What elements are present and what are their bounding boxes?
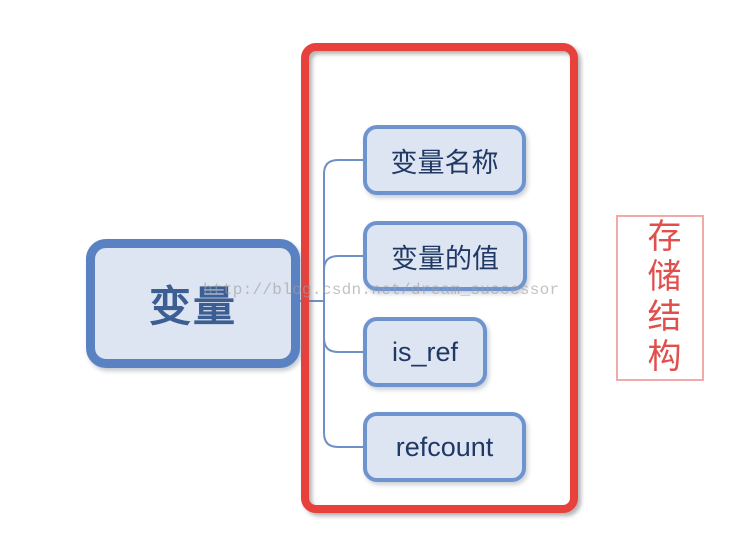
child-node-label: 变量名称 — [390, 147, 499, 178]
child-node-is-ref: is_ref — [363, 317, 487, 387]
child-node-variable-name: 变量名称 — [363, 125, 526, 195]
annotation-box: 存储结构 — [616, 215, 704, 381]
highlight-frame — [301, 43, 578, 513]
child-node-label: is_ref — [391, 336, 459, 367]
branch-line-3 — [323, 337, 365, 353]
root-node-label: 变量 — [148, 283, 237, 330]
branch-line-2 — [323, 255, 365, 271]
child-node-refcount: refcount — [363, 412, 526, 482]
annotation-label: 存储结构 — [642, 218, 679, 378]
spine-line — [323, 159, 365, 448]
watermark-text: http://blog.csdn.net/dream_successor — [203, 281, 560, 299]
child-node-variable-value: 变量的值 — [363, 221, 527, 291]
root-node-variable: 变量 — [86, 239, 300, 368]
child-node-label: 变量的值 — [391, 243, 499, 274]
child-node-label: refcount — [395, 431, 494, 462]
